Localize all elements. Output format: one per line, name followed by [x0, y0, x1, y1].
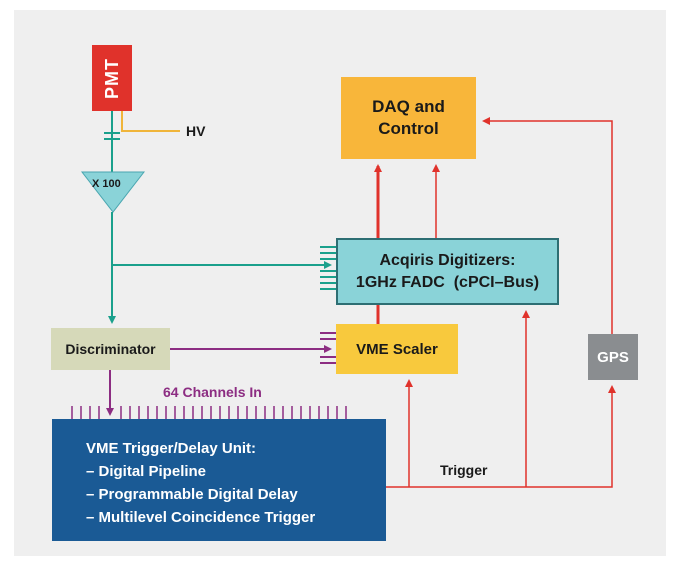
digitizer-label-line-1: Acqiris Digitizers:	[379, 251, 516, 269]
vme-scaler-label: VME Scaler	[356, 340, 438, 358]
daq-label-line-2: Control	[378, 119, 439, 138]
pmt-block: PMT	[92, 45, 132, 111]
trigger-unit-item: – Multilevel Coincidence Trigger	[86, 509, 316, 526]
trigger-unit-title: VME Trigger/Delay Unit:	[86, 440, 257, 457]
channels-label: 64 Channels In	[163, 384, 262, 400]
digitizer-block: Acqiris Digitizers: 1GHz FADC (cPCI–Bus)	[336, 238, 559, 305]
gps-label: GPS	[597, 348, 629, 366]
trigger-unit-item: – Digital Pipeline	[86, 463, 207, 480]
scaler-input-stubs	[320, 332, 336, 364]
discriminator-label: Discriminator	[65, 341, 156, 357]
channel-input-comb	[71, 406, 347, 419]
daq-label-line-1: DAQ and	[372, 97, 445, 116]
amplifier-triangle	[80, 171, 146, 213]
discriminator-block: Discriminator	[51, 328, 170, 370]
amplifier-label: X 100	[92, 178, 121, 190]
trigger-bus-line	[386, 385, 616, 488]
trigger-label: Trigger	[440, 462, 488, 478]
trigger-delay-unit-block: VME Trigger/Delay Unit: – Digital Pipeli…	[52, 419, 386, 541]
digitizer-input-stubs	[320, 246, 336, 290]
daq-control-block: DAQ and Control	[341, 77, 476, 159]
digitizer-label-line-2: 1GHz FADC (cPCI–Bus)	[355, 273, 540, 291]
vme-scaler-block: VME Scaler	[336, 324, 458, 374]
gps-block: GPS	[588, 334, 638, 380]
pmt-output-line	[104, 111, 120, 178]
gps-to-daq-line	[482, 117, 613, 334]
hv-line	[121, 111, 180, 132]
pmt-label: PMT	[101, 57, 122, 99]
hv-label: HV	[186, 123, 206, 139]
trigger-unit-item: – Programmable Digital Delay	[86, 486, 298, 503]
